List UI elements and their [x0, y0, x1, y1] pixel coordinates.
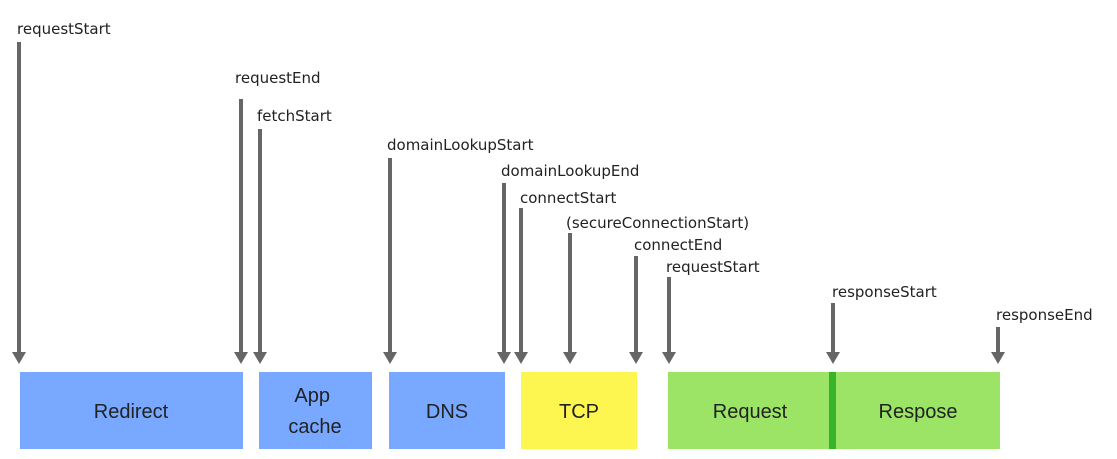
fetch-start-label: fetchStart — [257, 107, 332, 125]
secure-connection-start-label: (secureConnectionStart) — [566, 214, 749, 232]
request-start-2-label: requestStart — [666, 258, 760, 276]
response-end-label: responseEnd — [996, 306, 1093, 324]
request-start-label: requestStart — [17, 20, 111, 38]
request-response-divider — [829, 372, 836, 449]
app-cache-box — [259, 372, 372, 449]
redirect-label: Redirect — [94, 401, 169, 423]
tcp-box — [521, 372, 637, 449]
redirect-box — [20, 372, 243, 449]
connect-start-label: connectStart — [520, 189, 617, 207]
response-box — [832, 372, 1000, 449]
request-end-label: requestEnd — [235, 69, 321, 87]
response-label: Respose — [879, 401, 958, 423]
phase-labels: Redirect App cache DNS TCP Request Respo… — [94, 385, 958, 438]
dns-label: DNS — [426, 401, 468, 423]
request-box — [668, 372, 832, 449]
tcp-label: TCP — [559, 401, 599, 423]
domain-lookup-start-label: domainLookupStart — [387, 136, 534, 154]
request-label: Request — [713, 401, 788, 423]
domain-lookup-end-label: domainLookupEnd — [501, 162, 639, 180]
app-cache-label: App cache — [288, 385, 341, 438]
dns-box — [389, 372, 505, 449]
response-start-label: responseStart — [832, 283, 937, 301]
timing-marker-arrows — [12, 42, 1005, 364]
connect-end-label: connectEnd — [634, 236, 722, 254]
timing-marker-labels: requestStart requestEnd fetchStart domai… — [17, 20, 1093, 324]
phase-boxes — [20, 372, 1000, 449]
